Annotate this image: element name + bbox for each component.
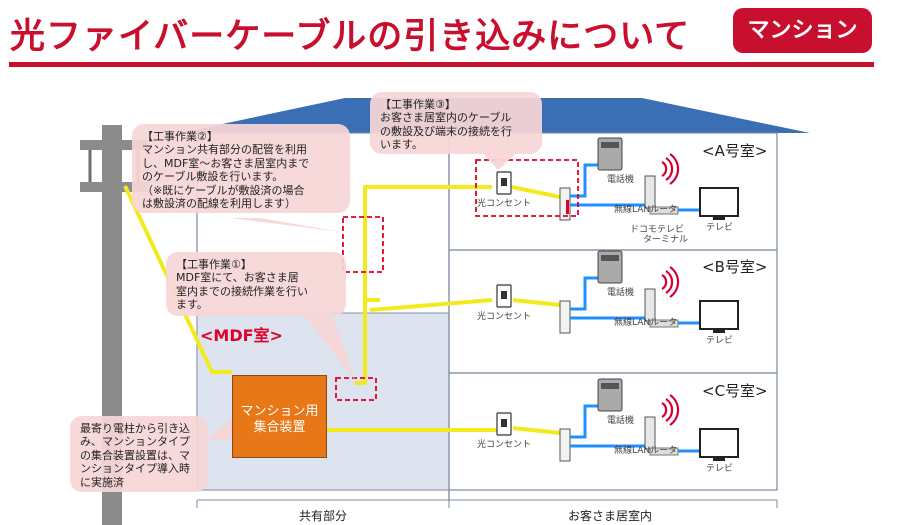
phone-label: 電話機 [607, 288, 635, 298]
set-top-box-icon [649, 206, 679, 215]
work2-line: （※既にケーブルが敷設済の場合 [142, 183, 305, 197]
pole-line: に実施済 [80, 475, 124, 489]
phone-label: 電話機 [607, 416, 635, 426]
work2-line: し、MDF室～お客さま居室内まで [142, 156, 310, 170]
phone-cable [570, 276, 600, 311]
work1-line: 【工事作業①】 [176, 258, 252, 271]
tv-label: テレビ [706, 336, 734, 346]
phone-label: 電話機 [607, 175, 635, 185]
phone-cable [570, 404, 600, 439]
unit-label-line: マンション用 [240, 404, 319, 419]
work2-line: 【工事作業②】 [142, 130, 218, 143]
outlet-label: 光コンセント [477, 440, 532, 450]
mdf-room-label: <MDF室> [200, 326, 283, 345]
tv-icon [699, 428, 739, 458]
set-top-box-icon [649, 447, 679, 456]
router-label: 無線LANルータ [614, 205, 678, 215]
work1-line: MDF室にて、お客さま居 [176, 271, 299, 285]
work3-note: 【工事作業③】 お客さま居室内のケーブル の敷設及び端末の接続を行 います。 [370, 92, 542, 154]
work2-line: のケーブル敷設を行います。 [142, 170, 284, 184]
work1-note: 【工事作業①】 MDF室にて、お客さま居 室内までの接続作業を行い ます。 [166, 252, 346, 316]
work1-line: ます。 [176, 298, 208, 312]
pole-line: の集合装置設置は、マ [80, 448, 190, 462]
work2-line: は敷設済の配線を利用します） [142, 197, 296, 211]
work-area-markers [335, 159, 579, 401]
terminal-label: ドコモテレビ [630, 225, 685, 235]
router-label: 無線LANルータ [614, 446, 678, 456]
outlet-label: 光コンセント [477, 312, 532, 322]
page-title: 光ファイバーケーブルの引き込みについて [10, 17, 691, 57]
unit-label-line: 集合装置 [253, 420, 306, 435]
room-label-c: <C号室> [702, 382, 768, 400]
work3-line: の敷設及び端末の接続を行 [380, 124, 512, 138]
tv-label: テレビ [706, 464, 734, 474]
mansion-badge: マンション [733, 8, 872, 53]
work2-line: マンション共有部分の配管を利用 [142, 143, 307, 157]
tv-icon [699, 300, 739, 330]
tv-label: テレビ [706, 223, 734, 233]
onu-icon [559, 300, 571, 334]
zone-label-private: お客さま居室内 [568, 509, 653, 523]
work1-line: 室内までの接続作業を行い [176, 284, 308, 298]
pole-line: み、マンションタイプ [80, 435, 190, 449]
work3-line: 【工事作業③】 [380, 98, 456, 111]
pole-note: 最寄り電柱から引き込 み、マンションタイプ の集合装置設置は、マ ンションタイプ… [70, 416, 208, 492]
zone-label-shared: 共有部分 [299, 509, 348, 523]
mansion-aggregation-unit: マンション用 集合装置 [232, 375, 327, 458]
set-top-box-icon [649, 319, 679, 328]
pole-line: ンションタイプ導入時 [80, 462, 190, 476]
work3-line: います。 [380, 138, 423, 152]
title-underline [9, 62, 874, 67]
terminal-label: ターミナル [643, 235, 689, 245]
router-label: 無線LANルータ [614, 318, 678, 328]
outlet-label: 光コンセント [477, 199, 532, 209]
room-label-b: <B号室> [702, 258, 768, 276]
pole-line: 最寄り電柱から引き込 [80, 422, 190, 435]
room-label-a: <A号室> [702, 142, 768, 160]
work3-line: お客さま居室内のケーブル [380, 111, 512, 125]
work2-note: 【工事作業②】 マンション共有部分の配管を利用 し、MDF室～お客さま居室内まで… [132, 124, 350, 213]
tv-icon [699, 187, 739, 217]
onu-icon [559, 428, 571, 462]
